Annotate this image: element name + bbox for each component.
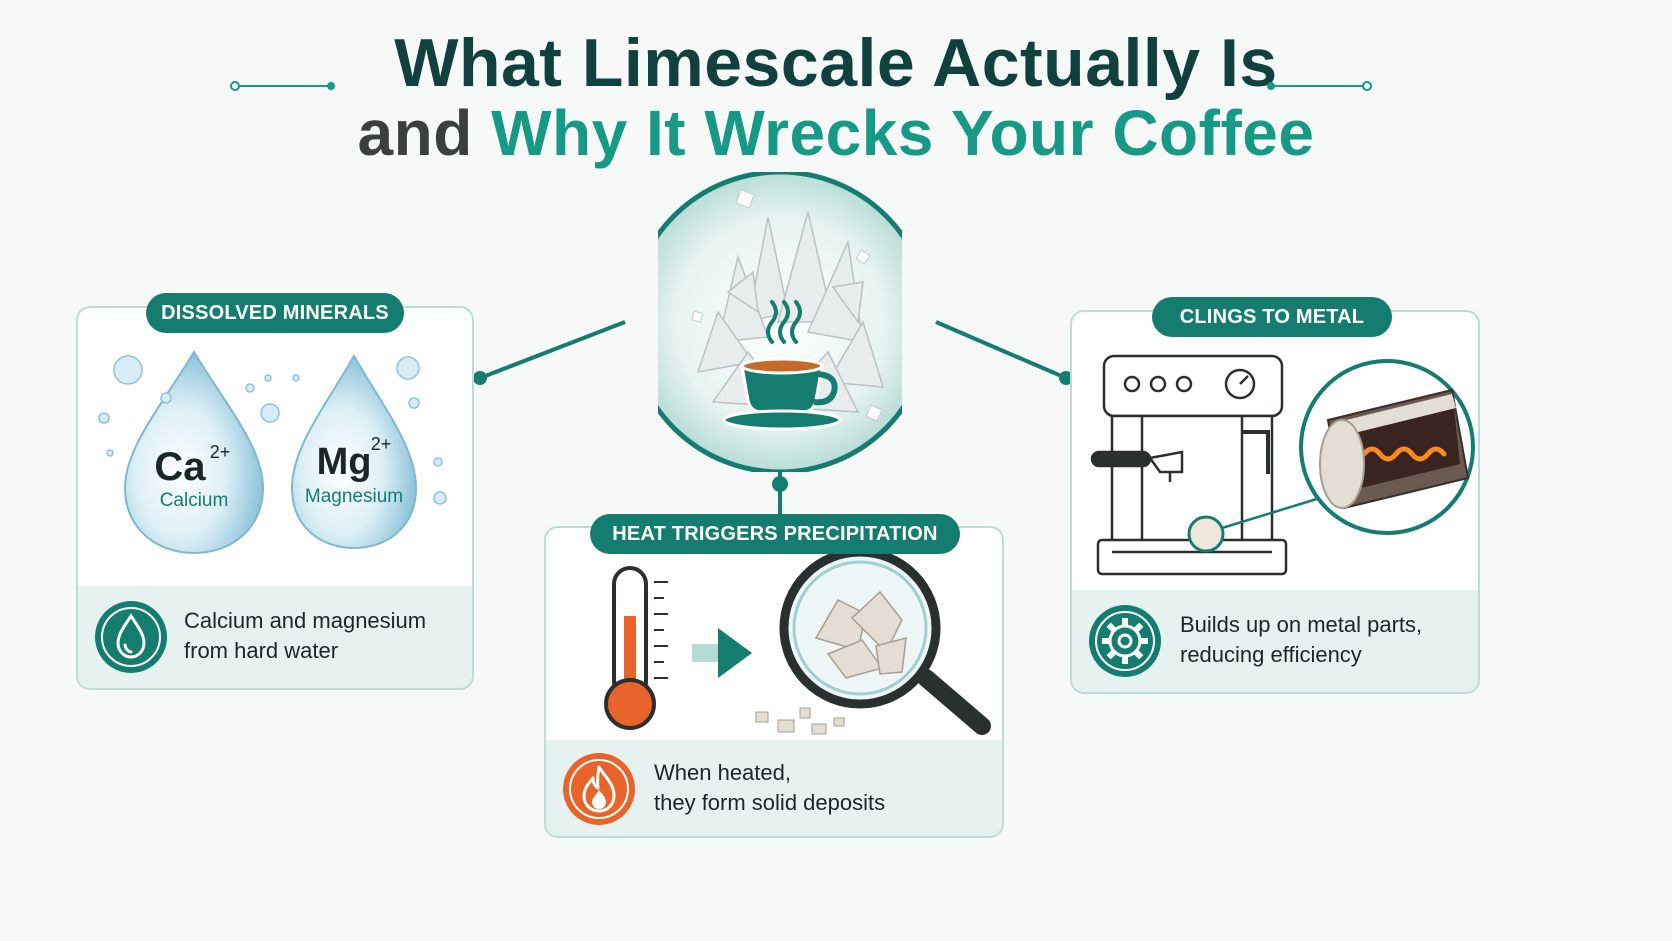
subtitle-part-1: and	[357, 97, 492, 169]
scale-spot-highlight	[1187, 515, 1225, 553]
heat-label: HEAT TRIGGERS PRECIPITATION	[590, 514, 960, 554]
heat-illustration	[604, 547, 991, 735]
minerals-label: DISSOLVED MINERALS	[146, 293, 404, 333]
center-hub	[658, 172, 902, 472]
magnesium-charge: 2+	[371, 434, 392, 454]
arrow-icon	[692, 628, 752, 678]
minerals-description-line-2: from hard water	[184, 638, 339, 663]
heat-footer: When heated, they form solid deposits	[546, 740, 1002, 836]
minerals-description: Calcium and magnesium from hard water	[184, 606, 426, 666]
calcium-drop: Ca 2+ Calcium	[123, 350, 265, 555]
minerals-description-line-1: Calcium and magnesium	[184, 608, 427, 633]
panel-heat-precipitation: When heated, they form solid deposits HE…	[544, 514, 1004, 838]
gear-icon	[1089, 605, 1161, 677]
calcium-symbol: Ca	[154, 445, 206, 489]
magnesium-symbol: Mg	[317, 441, 372, 483]
espresso-machine-icon	[1090, 354, 1288, 576]
heat-description-line-1: When heated,	[654, 760, 791, 785]
thermometer-icon	[604, 566, 668, 730]
calcium-charge: 2+	[210, 442, 231, 462]
magnesium-drop: Mg 2+ Magnesium	[290, 353, 418, 550]
pipe-cross-section	[1299, 359, 1475, 535]
espresso-machine-illustration	[1090, 354, 1475, 576]
zoom-line	[1221, 496, 1321, 530]
metal-footer: Builds up on metal parts, reducing effic…	[1072, 590, 1478, 692]
bubbles	[98, 355, 447, 505]
page-title: What Limescale Actually Is	[394, 25, 1278, 101]
calcium-name: Calcium	[160, 490, 229, 511]
flame-icon	[563, 753, 635, 825]
metal-description-line-2: reducing efficiency	[1180, 642, 1362, 667]
page-subtitle: and Why It Wrecks Your Coffee	[0, 96, 1672, 170]
minerals-footer: Calcium and magnesium from hard water	[78, 586, 472, 688]
title-decoration-right	[1267, 81, 1372, 91]
water-drop-icon	[95, 601, 167, 673]
metal-description: Builds up on metal parts, reducing effic…	[1180, 610, 1422, 670]
panel-dissolved-minerals: Ca 2+ Calcium Mg 2+ Magnesium Calcium an…	[76, 293, 474, 690]
magnifying-glass-icon	[755, 547, 991, 735]
metal-label: CLINGS TO METAL	[1152, 297, 1392, 337]
heat-description: When heated, they form solid deposits	[654, 758, 885, 818]
coffee-cup-icon	[722, 300, 842, 431]
title-decoration-left	[230, 81, 335, 91]
panel-clings-to-metal: Builds up on metal parts, reducing effic…	[1070, 297, 1480, 694]
magnesium-name: Magnesium	[305, 486, 403, 507]
subtitle-part-2: Why It Wrecks Your Coffee	[491, 97, 1315, 169]
mineral-drops-illustration: Ca 2+ Calcium Mg 2+ Magnesium	[98, 350, 447, 555]
metal-description-line-1: Builds up on metal parts,	[1180, 612, 1423, 637]
heat-description-line-2: they form solid deposits	[654, 790, 886, 815]
